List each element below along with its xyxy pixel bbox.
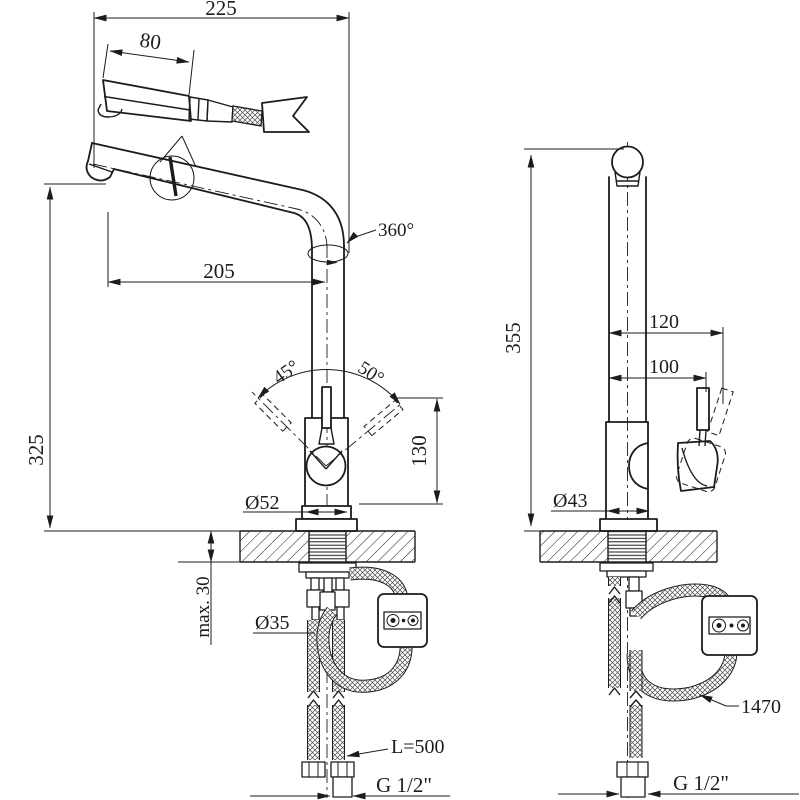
dim-overall-depth: 225: [205, 0, 237, 20]
side-hose-end-nut: [616, 761, 649, 798]
side-hose-down: [629, 650, 643, 758]
side-dimensions: 355 120 100 Ø43 1470 G 1/2": [501, 148, 799, 798]
washer: [305, 571, 350, 579]
swivel-symbol: [307, 244, 349, 266]
hose-collet: [206, 99, 234, 123]
dim-body-dia-front: Ø52: [245, 492, 279, 514]
handle-boss: [628, 442, 649, 490]
side-under-sink: [608, 576, 758, 798]
dim-thread-front: G 1/2": [376, 773, 432, 797]
spray-head-seam: [168, 156, 178, 197]
dim-spray-head: 80: [138, 28, 162, 55]
side-thread-end: [620, 776, 646, 798]
hose-end-nuts: [301, 761, 355, 798]
side-supply-stub: [608, 577, 621, 696]
dim-spout-height: 325: [24, 434, 48, 466]
side-base-flange: [599, 518, 658, 532]
thread-end: [332, 776, 353, 798]
spout-end-circle: [611, 145, 644, 179]
dim-lever-height: 130: [407, 435, 431, 467]
pullout-hose-loop: [316, 566, 413, 693]
side-lever: [696, 387, 710, 431]
spray-head-detached: [97, 79, 310, 133]
dim-body-dia-side: Ø43: [553, 490, 587, 512]
hose-break-flag: [261, 96, 310, 133]
dim-lever-reach: 100: [649, 356, 679, 378]
side-locknut: [599, 562, 654, 572]
dim-hole-dia: Ø35: [255, 612, 289, 634]
handle-pivot: [676, 440, 719, 492]
base-flange: [295, 518, 358, 532]
side-hose-weight: [701, 595, 758, 656]
side-countertop: [539, 530, 718, 578]
lever-swing-arc: [257, 369, 401, 405]
rotation-arrow-icon: [327, 259, 338, 266]
front-countertop: [239, 530, 416, 579]
dim-supply-hose: L=500: [391, 736, 445, 758]
locknut: [298, 562, 357, 573]
dim-total-height: 355: [501, 322, 525, 354]
side-handle: [628, 387, 734, 493]
lever-tilted-position: [676, 387, 734, 493]
front-under-sink: [301, 566, 428, 798]
dim-spout-reach: 205: [203, 259, 235, 283]
spout-centerline: [92, 163, 328, 249]
spray-head-clip: [614, 171, 641, 187]
detail-balloon: [149, 155, 195, 201]
supply-hoses: [307, 620, 345, 760]
threaded-shank: [308, 530, 347, 563]
hose-break-chevrons: [307, 690, 345, 708]
hose-weight: [377, 593, 428, 648]
spout: [85, 135, 345, 419]
front-body: [251, 369, 404, 532]
dim-deck-max: max. 30: [193, 576, 214, 637]
dim-lever-reach-open: 120: [649, 311, 679, 333]
side-view: 355 120 100 Ø43 1470 G 1/2": [501, 142, 799, 798]
dim-swivel-angle: 360°: [378, 220, 414, 241]
side-threaded-shank: [607, 530, 647, 563]
dim-thread-side: G 1/2": [673, 771, 729, 795]
lever-upright: [321, 386, 332, 429]
hose-stub-braided: [231, 105, 263, 127]
aerator-line: [88, 163, 113, 173]
dim-pullout-hose: 1470: [741, 696, 781, 718]
